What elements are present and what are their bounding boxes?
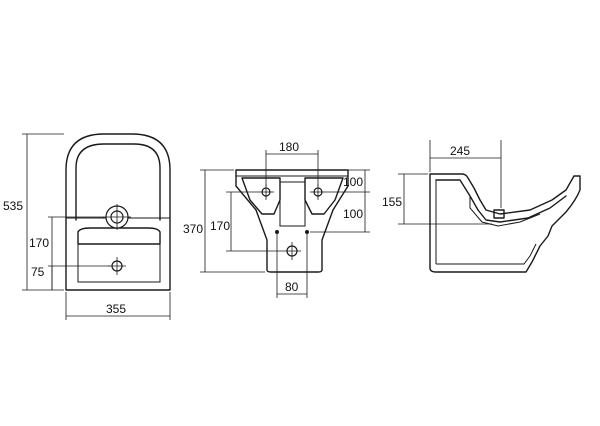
- side-outer-profile: [429, 173, 581, 273]
- front-dim-width-label: 355: [106, 302, 126, 316]
- front-dim-lower-label: 75: [31, 265, 45, 279]
- rear-dim-top-label: 180: [279, 140, 299, 154]
- front-dim-upper-label: 170: [29, 236, 49, 250]
- side-connector: [493, 209, 505, 219]
- front-outer-outline: [65, 133, 171, 291]
- side-dim-height-label: 155: [382, 195, 402, 209]
- rear-dim-lower-label: 100: [343, 207, 363, 221]
- front-deck: [77, 227, 161, 245]
- side-dim-depth-label: 245: [450, 144, 470, 158]
- rear-left-recess: [241, 177, 281, 215]
- rear-dim-bottom-label: 80: [285, 280, 299, 294]
- rear-center-block: [279, 181, 306, 227]
- front-deck-lower: [77, 244, 161, 283]
- rear-right-recess: [304, 177, 344, 215]
- side-view: 245 155: [382, 140, 581, 273]
- rear-supply-dot-left: [275, 230, 279, 234]
- rear-outer-outline: [235, 169, 349, 273]
- side-inner-profile: [435, 179, 567, 223]
- rear-dim-height-label: 370: [183, 222, 203, 236]
- front-dim-height-label: 535: [3, 199, 23, 213]
- rear-dim-upper-label: 100: [343, 175, 363, 189]
- rear-supply-dot-right: [305, 230, 309, 234]
- side-base-line: [436, 243, 537, 265]
- front-inner-rim: [75, 143, 161, 221]
- rear-view: 180 370 170 100 100 80: [183, 140, 370, 298]
- front-view: 535 170 75 355: [3, 133, 171, 320]
- rear-dim-inner-label: 170: [210, 219, 230, 233]
